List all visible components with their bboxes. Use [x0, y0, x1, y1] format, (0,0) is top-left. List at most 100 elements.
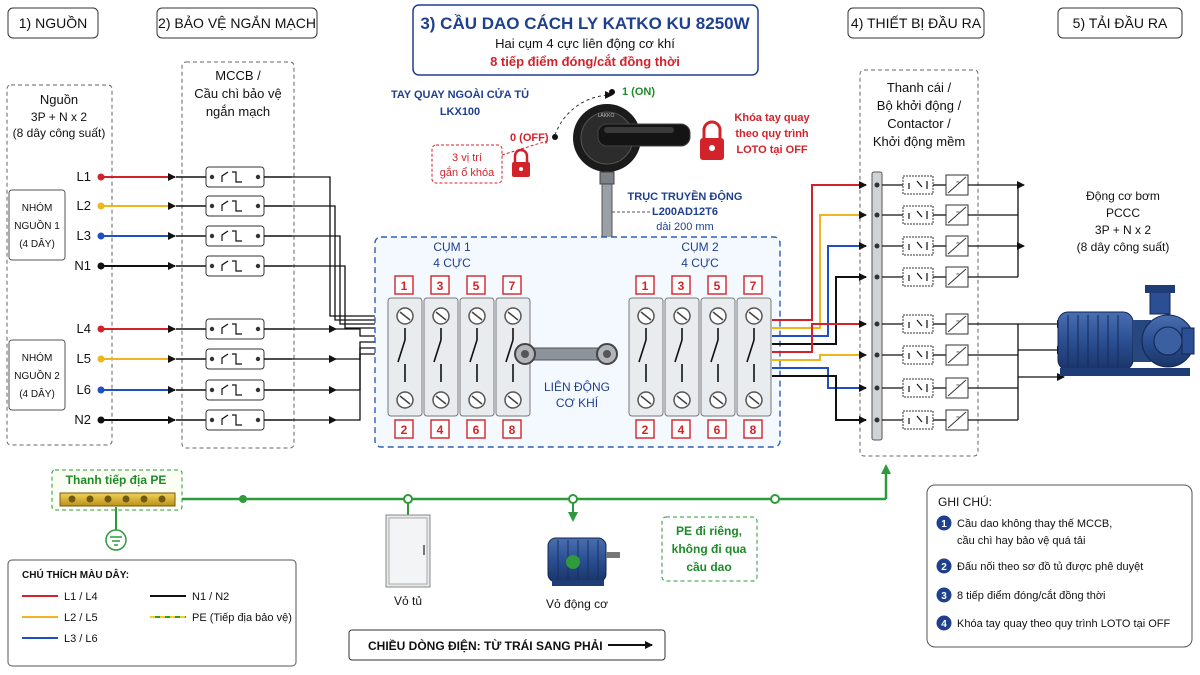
svg-text:LKX100: LKX100 — [440, 106, 480, 118]
svg-text:≈: ≈ — [956, 350, 960, 356]
pole-body — [700, 297, 736, 417]
svg-text:2) BẢO VỆ NGẮN MẠCH: 2) BẢO VỆ NGẮN MẠCH — [158, 14, 316, 31]
note-number: 1 — [941, 519, 947, 530]
mccb-device — [176, 379, 292, 401]
output-wire — [772, 320, 867, 353]
terminal-number-box — [743, 419, 763, 439]
terminal-number: 7 — [509, 279, 516, 293]
terminal-number: 8 — [509, 423, 516, 437]
output-starter: ≈ — [874, 266, 1018, 288]
load-panel: Động cơ bơm PCCC 3P + N x 2 (8 dây công … — [1077, 189, 1170, 254]
svg-text:Thanh cái /: Thanh cái / — [887, 80, 952, 95]
pole-body — [628, 297, 664, 417]
mccb-device — [176, 348, 292, 370]
switch-pole: 12 — [387, 275, 423, 439]
terminal-number-box — [707, 275, 727, 295]
source-terminal — [97, 325, 105, 333]
section-header-protection: 2) BẢO VỆ NGẮN MẠCH — [156, 7, 318, 39]
output-wire — [772, 375, 867, 424]
svg-text:ngắn mạch: ngắn mạch — [206, 104, 270, 119]
svg-text:≈: ≈ — [956, 241, 960, 247]
svg-text:4 CỰC: 4 CỰC — [433, 256, 471, 270]
svg-text:≈: ≈ — [956, 319, 960, 325]
feed-wire — [292, 205, 385, 324]
source-line-label: L2 — [77, 198, 91, 213]
note-text: 8 tiếp điểm đóng/cắt đồng thời — [957, 589, 1105, 602]
rotary-handle[interactable]: LAKKO — [573, 104, 691, 172]
svg-text:(4 DÂY): (4 DÂY) — [19, 387, 55, 400]
svg-text:LAKKO: LAKKO — [598, 113, 615, 119]
source-group-1: NHÓM NGUỒN 1 (4 DÂY) — [8, 189, 66, 261]
output-wire — [772, 367, 867, 392]
svg-text:3P + N x 2: 3P + N x 2 — [1095, 223, 1151, 237]
svg-text:L200AD12T6: L200AD12T6 — [652, 206, 718, 218]
terminal-number: 5 — [714, 279, 721, 293]
main-title-box: 3) CẦU DAO CÁCH LY KATKO KU 8250W Hai cụ… — [412, 4, 759, 76]
svg-text:≈: ≈ — [956, 210, 960, 216]
terminal-number: 3 — [437, 279, 444, 293]
svg-text:CỤM 2: CỤM 2 — [681, 240, 719, 254]
source-terminal — [97, 202, 105, 210]
output-devices: ≈≈≈≈≈≈≈≈ — [874, 174, 1018, 431]
output-panel: Thanh cái / Bộ khởi động / Contactor / K… — [859, 69, 979, 457]
isolator-switch: CỤM 1 4 CỰC CỤM 2 4 CỰC 1234567812345678… — [374, 236, 781, 448]
pole-body — [387, 297, 423, 417]
mccb-device — [176, 318, 292, 340]
output-starter: ≈ — [874, 344, 1018, 366]
note-number: 2 — [941, 562, 947, 573]
svg-text:Khóa tay quay: Khóa tay quay — [734, 112, 810, 124]
terminal-number: 2 — [401, 423, 408, 437]
output-wire — [772, 242, 867, 337]
switch-contact — [746, 339, 755, 363]
svg-text:NGUỒN 1: NGUỒN 1 — [14, 219, 60, 232]
svg-text:LIÊN ĐỘNG: LIÊN ĐỘNG — [544, 379, 610, 394]
terminal-number-box — [635, 275, 655, 295]
switch-contact — [433, 339, 442, 363]
output-starter: ≈ — [874, 204, 1018, 226]
svg-text:NHÓM: NHÓM — [22, 201, 53, 214]
source-line-label: N2 — [74, 412, 91, 427]
mccb-device — [176, 409, 292, 431]
switch-pole: 34 — [664, 275, 700, 439]
svg-text:LOTO tại OFF: LOTO tại OFF — [736, 144, 808, 156]
terminal-number: 4 — [437, 423, 444, 437]
source-panel: Nguồn 3P + N x 2 (8 dây công suất) NHÓM … — [6, 84, 113, 446]
svg-text:(8 dây công suất): (8 dây công suất) — [1077, 240, 1170, 254]
svg-text:(8 dây công suất): (8 dây công suất) — [13, 126, 106, 140]
motor-frame-icon — [547, 537, 620, 586]
svg-text:Cầu chì bảo vệ: Cầu chì bảo vệ — [194, 86, 281, 101]
ground-icon — [105, 529, 127, 551]
switch-pole: 34 — [423, 275, 459, 439]
note-text: cầu chì hay bảo vệ quá tải — [957, 535, 1085, 547]
main-title: 3) CẦU DAO CÁCH LY KATKO KU 8250W — [420, 14, 750, 33]
switch-contact — [710, 339, 719, 363]
terminal-number-box — [635, 419, 655, 439]
terminal-number-box — [671, 419, 691, 439]
output-wire — [772, 273, 867, 345]
switch-pole: 56 — [700, 275, 736, 439]
source-group-2: NHÓM NGUỒN 2 (4 DÂY) — [8, 339, 66, 411]
legend-label: PE (Tiếp địa bảo vệ) — [192, 612, 292, 624]
svg-text:CHÚ THÍCH MÀU DÂY:: CHÚ THÍCH MÀU DÂY: — [22, 568, 129, 581]
section-header-load: 5) TẢI ĐẦU RA — [1057, 7, 1183, 39]
note-number: 3 — [941, 591, 947, 602]
feed-wire — [292, 265, 385, 332]
cabinet-icon — [385, 514, 431, 588]
positions-callout: 3 vị trí gắn ổ khóa — [431, 139, 551, 184]
svg-text:MCCB /: MCCB / — [215, 68, 261, 83]
mccb-device — [176, 195, 292, 217]
legend-item: L2 / L5 — [22, 612, 98, 624]
switch-pole: 78 — [495, 275, 531, 439]
svg-text:Nguồn: Nguồn — [40, 92, 78, 107]
terminal-number: 1 — [642, 279, 649, 293]
svg-text:NGUỒN 2: NGUỒN 2 — [14, 369, 60, 382]
output-starter: ≈ — [874, 313, 1018, 335]
pole-body — [664, 297, 700, 417]
svg-text:Bộ khởi động /: Bộ khởi động / — [877, 98, 962, 113]
terminal-number-box — [394, 275, 414, 295]
legend-item: N1 / N2 — [150, 591, 229, 603]
